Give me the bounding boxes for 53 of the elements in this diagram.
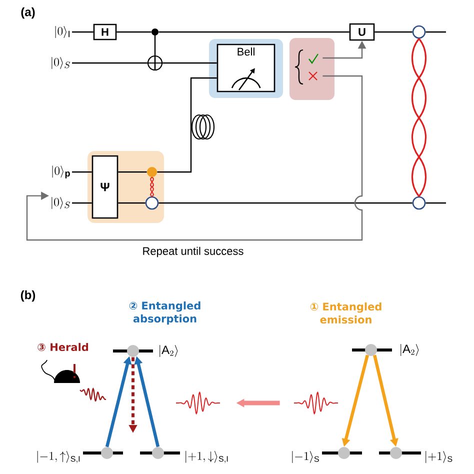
- wire: [116, 31, 152, 33]
- step-heading: ③ Herald: [38, 342, 88, 352]
- level-dot: [365, 344, 377, 356]
- level-dot: [101, 447, 113, 459]
- level-dot: [390, 447, 402, 459]
- wire: [72, 171, 92, 173]
- wire: [118, 202, 146, 204]
- ket-label: $|0\rangle_{S}$: [52, 197, 70, 209]
- wire: [374, 31, 412, 33]
- wire: [72, 202, 92, 204]
- wire: [158, 31, 350, 33]
- state-label: $|{-1}\rangle_{\mathrm{S}}$: [292, 451, 319, 463]
- wire: [118, 171, 147, 173]
- target-symbol: [146, 54, 164, 72]
- level-dot: [152, 447, 164, 459]
- wire: [72, 62, 148, 64]
- wire: [158, 202, 412, 204]
- state-label: $|\mathrm{A}_2\rangle$: [160, 345, 178, 357]
- control-dot: [152, 28, 158, 36]
- state-label: $|{+1},\downarrow\rangle_{\mathrm{S,I}}$: [186, 450, 228, 464]
- bell-measurement-box: Bell: [209, 39, 283, 98]
- panel-label: (a): [21, 7, 35, 19]
- panel-label: (b): [20, 290, 36, 302]
- cnot-line: [154, 32, 156, 71]
- wire: [426, 202, 446, 204]
- fiber-line: [157, 77, 217, 173]
- photon-dot: [147, 167, 157, 177]
- herald-box: [290, 38, 334, 100]
- feedback-arrow: [26, 75, 363, 241]
- entanglement-twist: [150, 176, 154, 197]
- ket-label: $|0\rangle_{S}$: [52, 57, 70, 69]
- wire: [426, 31, 446, 33]
- wave-packet: [294, 391, 338, 415]
- state-label: $|\mathrm{A}_2\rangle$: [400, 344, 419, 356]
- wire: [162, 62, 217, 64]
- gate-box: Ψ: [92, 155, 118, 219]
- level-dot: [127, 345, 139, 357]
- step-heading: ② Entangled absorption: [129, 301, 200, 325]
- wave-packet: [176, 391, 220, 415]
- step-heading: ① Entangled emission: [310, 302, 382, 324]
- state-label: $|{+1}\rangle_{\mathrm{S}}$: [426, 451, 452, 463]
- qubit-circle: [145, 196, 159, 210]
- edge-label: Repeat until success: [143, 246, 244, 258]
- state-label: $|{-1},\uparrow\rangle_{\mathrm{S,I}}$: [37, 450, 80, 464]
- entanglement-twist: [411, 38, 427, 198]
- gate-box: U: [349, 23, 375, 41]
- gate-box: H: [93, 24, 117, 40]
- ket-label: $|0\rangle_{\mathrm{I}}$: [55, 26, 70, 38]
- ket-label: $|0\rangle_{\mathbf{p}}$: [52, 166, 70, 178]
- level-dot: [338, 447, 350, 459]
- qubit-circle: [412, 196, 426, 210]
- qubit-circle: [412, 25, 426, 39]
- wire: [72, 31, 94, 33]
